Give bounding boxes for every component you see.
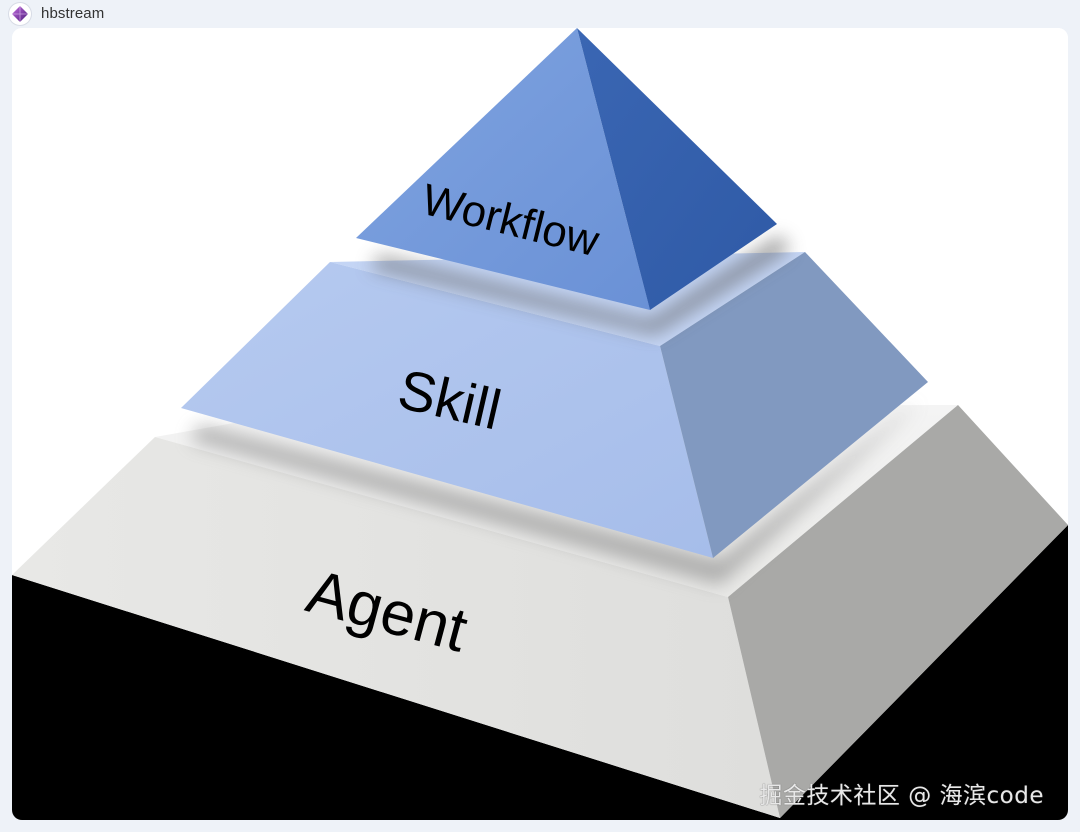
app-title: hbstream — [41, 5, 105, 22]
puzzle-app-icon — [9, 3, 31, 25]
pyramid-diagram — [12, 28, 1068, 820]
skill-layer — [181, 235, 928, 558]
diagram-card: Workflow Skill Agent 掘金技术社区 @ 海滨code — [12, 28, 1068, 820]
title-bar: hbstream — [0, 0, 1080, 28]
floor-shadow — [12, 525, 1068, 820]
watermark-text: 掘金技术社区 @ 海滨code — [759, 783, 1044, 809]
workflow-layer — [356, 28, 777, 310]
